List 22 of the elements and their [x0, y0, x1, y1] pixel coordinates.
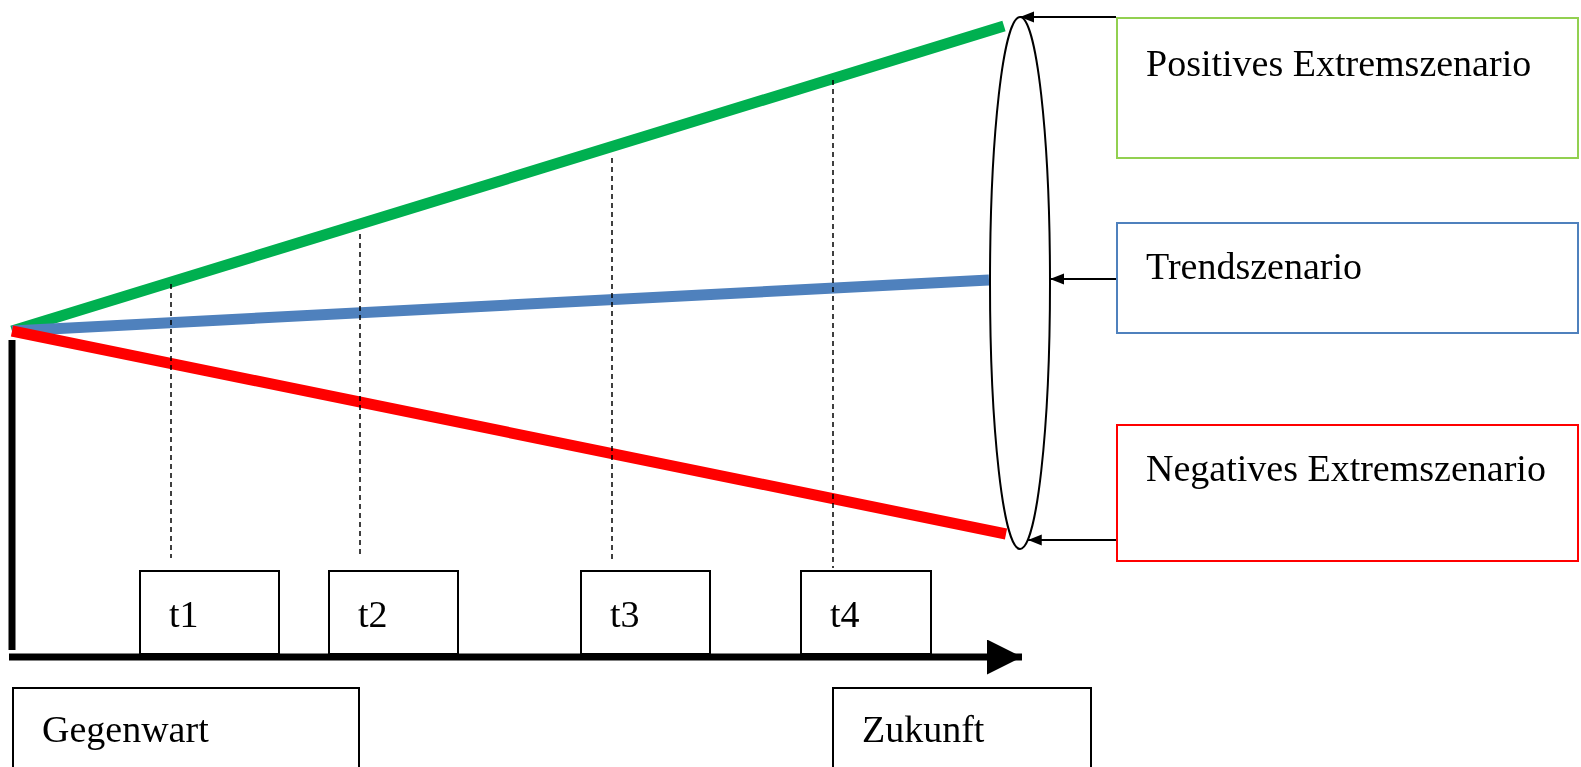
- scenario-box: [1116, 17, 1579, 159]
- period-box: [832, 687, 1092, 767]
- period-label: Gegenwart: [42, 707, 209, 751]
- time-label: t1: [169, 592, 199, 636]
- scenario-label: Trendszenario: [1146, 244, 1362, 288]
- scenario-label: Negatives Extremszenario: [1146, 446, 1546, 490]
- period-label: Zukunft: [862, 707, 985, 751]
- scenario-ellipse: [989, 16, 1051, 550]
- time-label: t2: [358, 592, 388, 636]
- arrow: [1049, 273, 1117, 285]
- time-label: t4: [830, 592, 860, 636]
- time-label: t3: [610, 592, 640, 636]
- scenario-box: [1116, 222, 1579, 334]
- arrow: [1026, 534, 1117, 546]
- time-box: [580, 570, 711, 655]
- arrow: [1019, 11, 1117, 23]
- time-box: [328, 570, 459, 655]
- scenario-label: Positives Extremszenario: [1146, 41, 1532, 85]
- period-box: [12, 687, 360, 767]
- time-box: [800, 570, 932, 655]
- scenario-box: [1116, 424, 1579, 562]
- time-box: [139, 570, 280, 655]
